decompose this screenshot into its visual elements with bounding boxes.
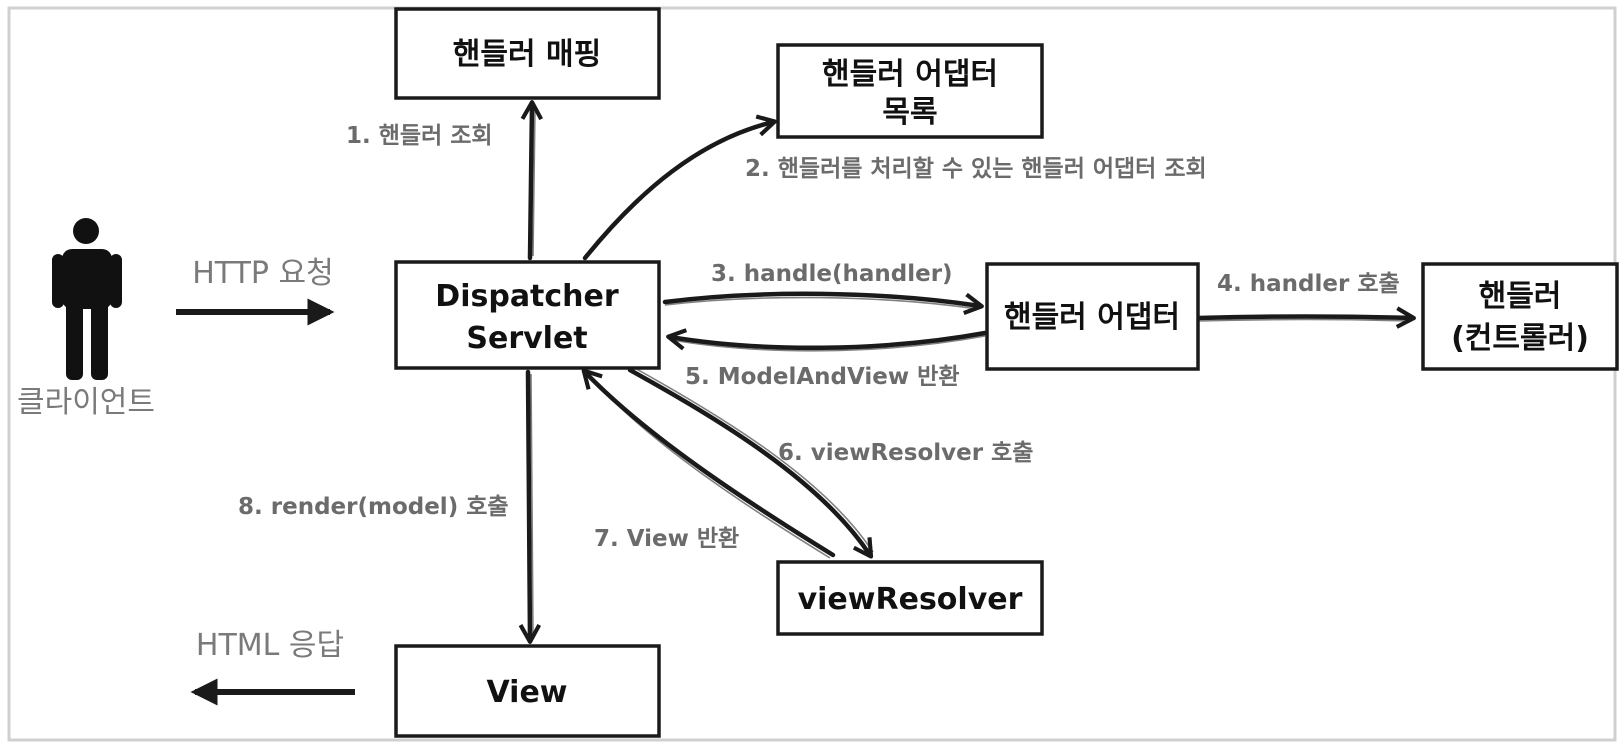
edge-step5 <box>666 328 988 351</box>
node-dispatcher-servlet-line1: Dispatcher <box>435 279 619 314</box>
node-handler-adapter-list-line2: 목록 <box>882 95 937 130</box>
edge-step1-sketch <box>532 107 536 257</box>
http-request-label: HTTP 요청 <box>192 256 334 291</box>
edge-step4 <box>1195 306 1416 329</box>
edge-step3 <box>662 291 984 315</box>
edge-step6 <box>627 367 874 559</box>
node-view-resolver-label: viewResolver <box>798 582 1023 617</box>
edge-step7-sketch <box>587 373 831 559</box>
node-handler-adapter: 핸들러 어댑터 <box>985 262 1200 371</box>
node-handler-adapter-list: 핸들러 어댑터 목록 <box>776 43 1044 139</box>
node-handler-line1: 핸들러 <box>1479 279 1562 314</box>
node-dispatcher-servlet-line2: Servlet <box>466 321 587 356</box>
node-handler-adapter-list-line1: 핸들러 어댑터 <box>822 57 998 92</box>
edge-step7 <box>581 368 836 558</box>
html-response-label: HTML 응답 <box>196 628 344 663</box>
edge-step4-label: 4. handler 호출 <box>1217 271 1400 297</box>
edge-step6-label: 6. viewResolver 호출 <box>778 440 1033 466</box>
node-handler-mapping-label: 핸들러 매핑 <box>453 37 601 72</box>
edge-step8 <box>518 369 542 644</box>
edge-step1 <box>520 100 543 261</box>
edge-step3-sketch <box>664 296 979 310</box>
node-handler-mapping: 핸들러 매핑 <box>394 7 661 100</box>
node-dispatcher-servlet: Dispatcher Servlet <box>394 260 661 370</box>
edge-step3-label: 3. handle(handler) <box>711 261 953 287</box>
node-view: View <box>394 644 661 738</box>
client-label: 클라이언트 <box>17 385 155 420</box>
edge-step2 <box>582 114 777 261</box>
edge-step8-label: 8. render(model) 호출 <box>238 494 509 520</box>
edge-step5-sketch <box>671 335 986 352</box>
edge-step1-label: 1. 핸들러 조회 <box>346 123 493 149</box>
edge-step6-sketch <box>632 366 874 553</box>
node-handler-line2: (컨트롤러) <box>1451 321 1589 356</box>
node-handler: 핸들러 (컨트롤러) <box>1421 262 1619 371</box>
edge-step7-label: 7. View 반환 <box>594 526 739 552</box>
node-handler-adapter-label: 핸들러 어댑터 <box>1004 300 1180 335</box>
diagram-frame <box>7 6 1617 742</box>
client-person-icon <box>52 218 122 380</box>
edge-step8-sketch <box>530 373 534 637</box>
node-view-label: View <box>486 675 567 710</box>
edge-step2-sketch <box>588 123 771 256</box>
edge-step5-label: 5. ModelAndView 반환 <box>685 364 959 390</box>
node-view-resolver: viewResolver <box>776 560 1044 636</box>
edge-step2-label: 2. 핸들러를 처리할 수 있는 핸들러 어댑터 조회 <box>745 156 1207 182</box>
edge-step4-sketch <box>1197 318 1411 322</box>
